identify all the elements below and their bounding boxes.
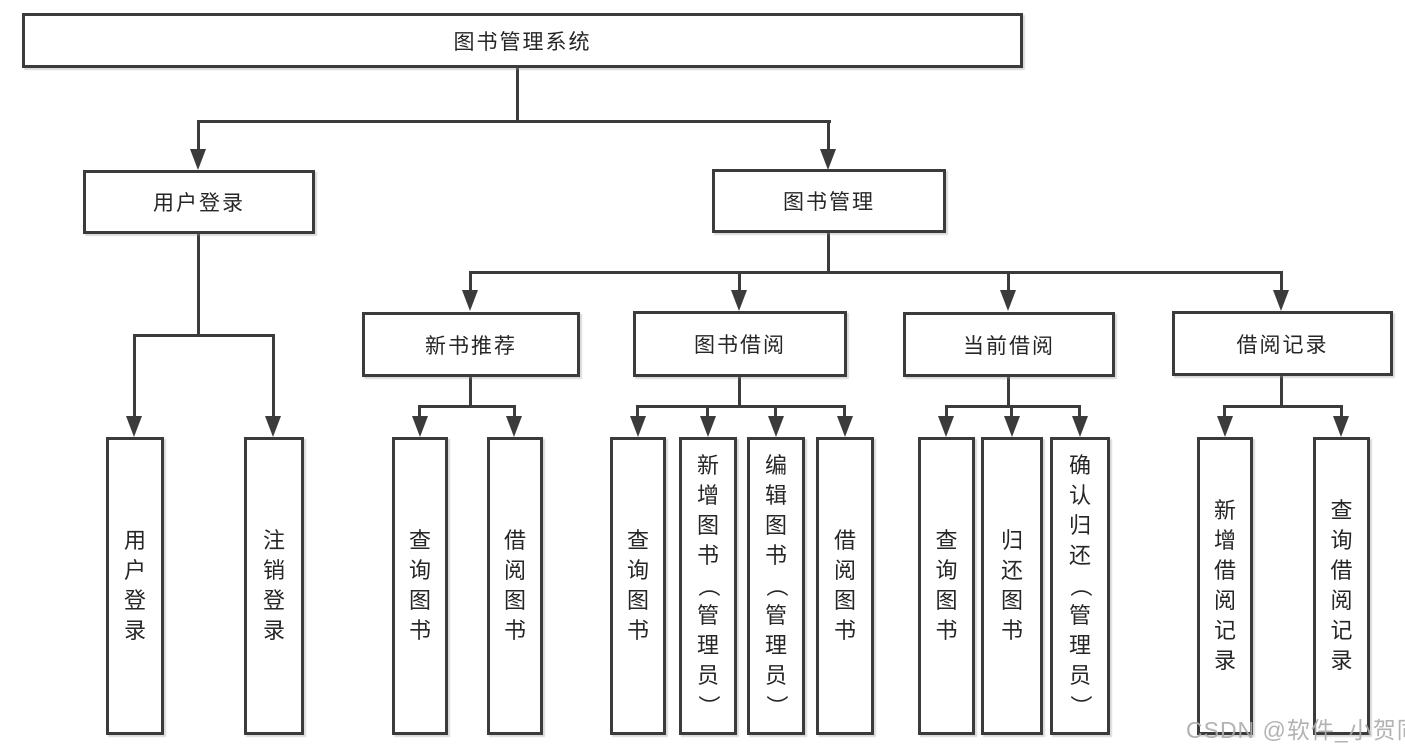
node-book-management: 图书管理 [712, 169, 946, 233]
arrowhead-down-icon [1000, 290, 1016, 311]
leaf-return-books: 归还图书 [981, 437, 1043, 735]
connector-userlogin-drop-2 [272, 334, 275, 417]
leaf-query-borrow-record: 查询借阅记录 [1313, 437, 1370, 735]
arrowhead-down-icon [700, 416, 716, 437]
leaf-logout: 注销登录 [244, 437, 304, 735]
connector-bookmgmt-drop-4 [1280, 271, 1283, 292]
arrowhead-down-icon [1004, 416, 1020, 437]
connector-root-drop-left [197, 120, 200, 152]
arrowhead-down-icon [265, 416, 281, 437]
leaf-query-books-current: 查询图书 [918, 437, 975, 735]
connector-borrowing-drop-2 [706, 405, 709, 419]
connector-userlogin-drop-1 [133, 334, 136, 417]
arrowhead-down-icon [630, 416, 646, 437]
connector-newbook-drop-2 [513, 405, 516, 419]
connector-root-stem [516, 67, 519, 121]
connector-bookmgmt-stem [827, 233, 830, 273]
connector-userlogin-rail [133, 334, 275, 337]
arrowhead-down-icon [1217, 416, 1233, 437]
leaf-user-login: 用户登录 [106, 437, 164, 735]
connector-current-stem [1007, 377, 1010, 408]
arrowhead-down-icon [1072, 416, 1088, 437]
node-user-login: 用户登录 [83, 170, 315, 234]
arrowhead-down-icon [462, 290, 478, 311]
arrowhead-down-icon [506, 416, 522, 437]
connector-root-rail [197, 120, 831, 123]
connector-records-drop-1 [1223, 405, 1226, 419]
leaf-confirm-return-admin: 确认归还（管理员） [1050, 437, 1110, 735]
arrowhead-down-icon [768, 416, 784, 437]
connector-current-rail [945, 405, 1081, 408]
leaf-borrow-books: 借阅图书 [816, 437, 874, 735]
node-book-borrowing: 图书借阅 [633, 311, 847, 377]
arrowhead-down-icon [938, 416, 954, 437]
connector-bookmgmt-drop-3 [1007, 271, 1010, 292]
connector-current-drop-1 [945, 405, 948, 419]
arrowhead-down-icon [731, 290, 747, 311]
node-borrowing-records: 借阅记录 [1172, 311, 1393, 376]
connector-newbook-stem [469, 377, 472, 408]
node-current-borrowing: 当前借阅 [903, 312, 1115, 377]
arrowhead-down-icon [412, 416, 428, 437]
node-new-book-recommend: 新书推荐 [362, 312, 580, 377]
connector-borrowing-rail [636, 405, 846, 408]
arrowhead-down-icon [837, 416, 853, 437]
connector-records-drop-2 [1340, 405, 1343, 419]
arrowhead-down-icon [126, 416, 142, 437]
connector-borrowing-drop-3 [774, 405, 777, 419]
leaf-edit-books-admin: 编辑图书（管理员） [747, 437, 805, 735]
connector-bookmgmt-rail [469, 271, 1282, 274]
connector-records-rail [1223, 405, 1343, 408]
connector-current-drop-2 [1010, 405, 1013, 419]
connector-records-stem [1280, 376, 1283, 408]
leaf-add-books-admin: 新增图书（管理员） [679, 437, 737, 735]
node-root-library-system: 图书管理系统 [22, 13, 1023, 68]
connector-userlogin-stem [197, 234, 200, 337]
arrowhead-down-icon [190, 149, 206, 170]
arrowhead-down-icon [820, 149, 836, 170]
connector-borrowing-drop-1 [636, 405, 639, 419]
leaf-add-borrow-record: 新增借阅记录 [1197, 437, 1253, 735]
leaf-borrow-books-recommend: 借阅图书 [487, 437, 543, 735]
connector-borrowing-stem [738, 377, 741, 408]
arrowhead-down-icon [1273, 290, 1289, 311]
connector-borrowing-drop-4 [843, 405, 846, 419]
leaf-query-books-recommend: 查询图书 [392, 437, 448, 735]
connector-newbook-drop-1 [418, 405, 421, 419]
csdn-watermark: CSDN @软件_小贺同学 [1186, 717, 1405, 743]
connector-bookmgmt-drop-2 [738, 271, 741, 292]
leaf-query-books-borrowing: 查询图书 [610, 437, 666, 735]
connector-root-drop-right [827, 120, 830, 152]
connector-newbook-rail [418, 405, 516, 408]
arrowhead-down-icon [1333, 416, 1349, 437]
connector-current-drop-3 [1078, 405, 1081, 419]
connector-bookmgmt-drop-1 [469, 271, 472, 292]
